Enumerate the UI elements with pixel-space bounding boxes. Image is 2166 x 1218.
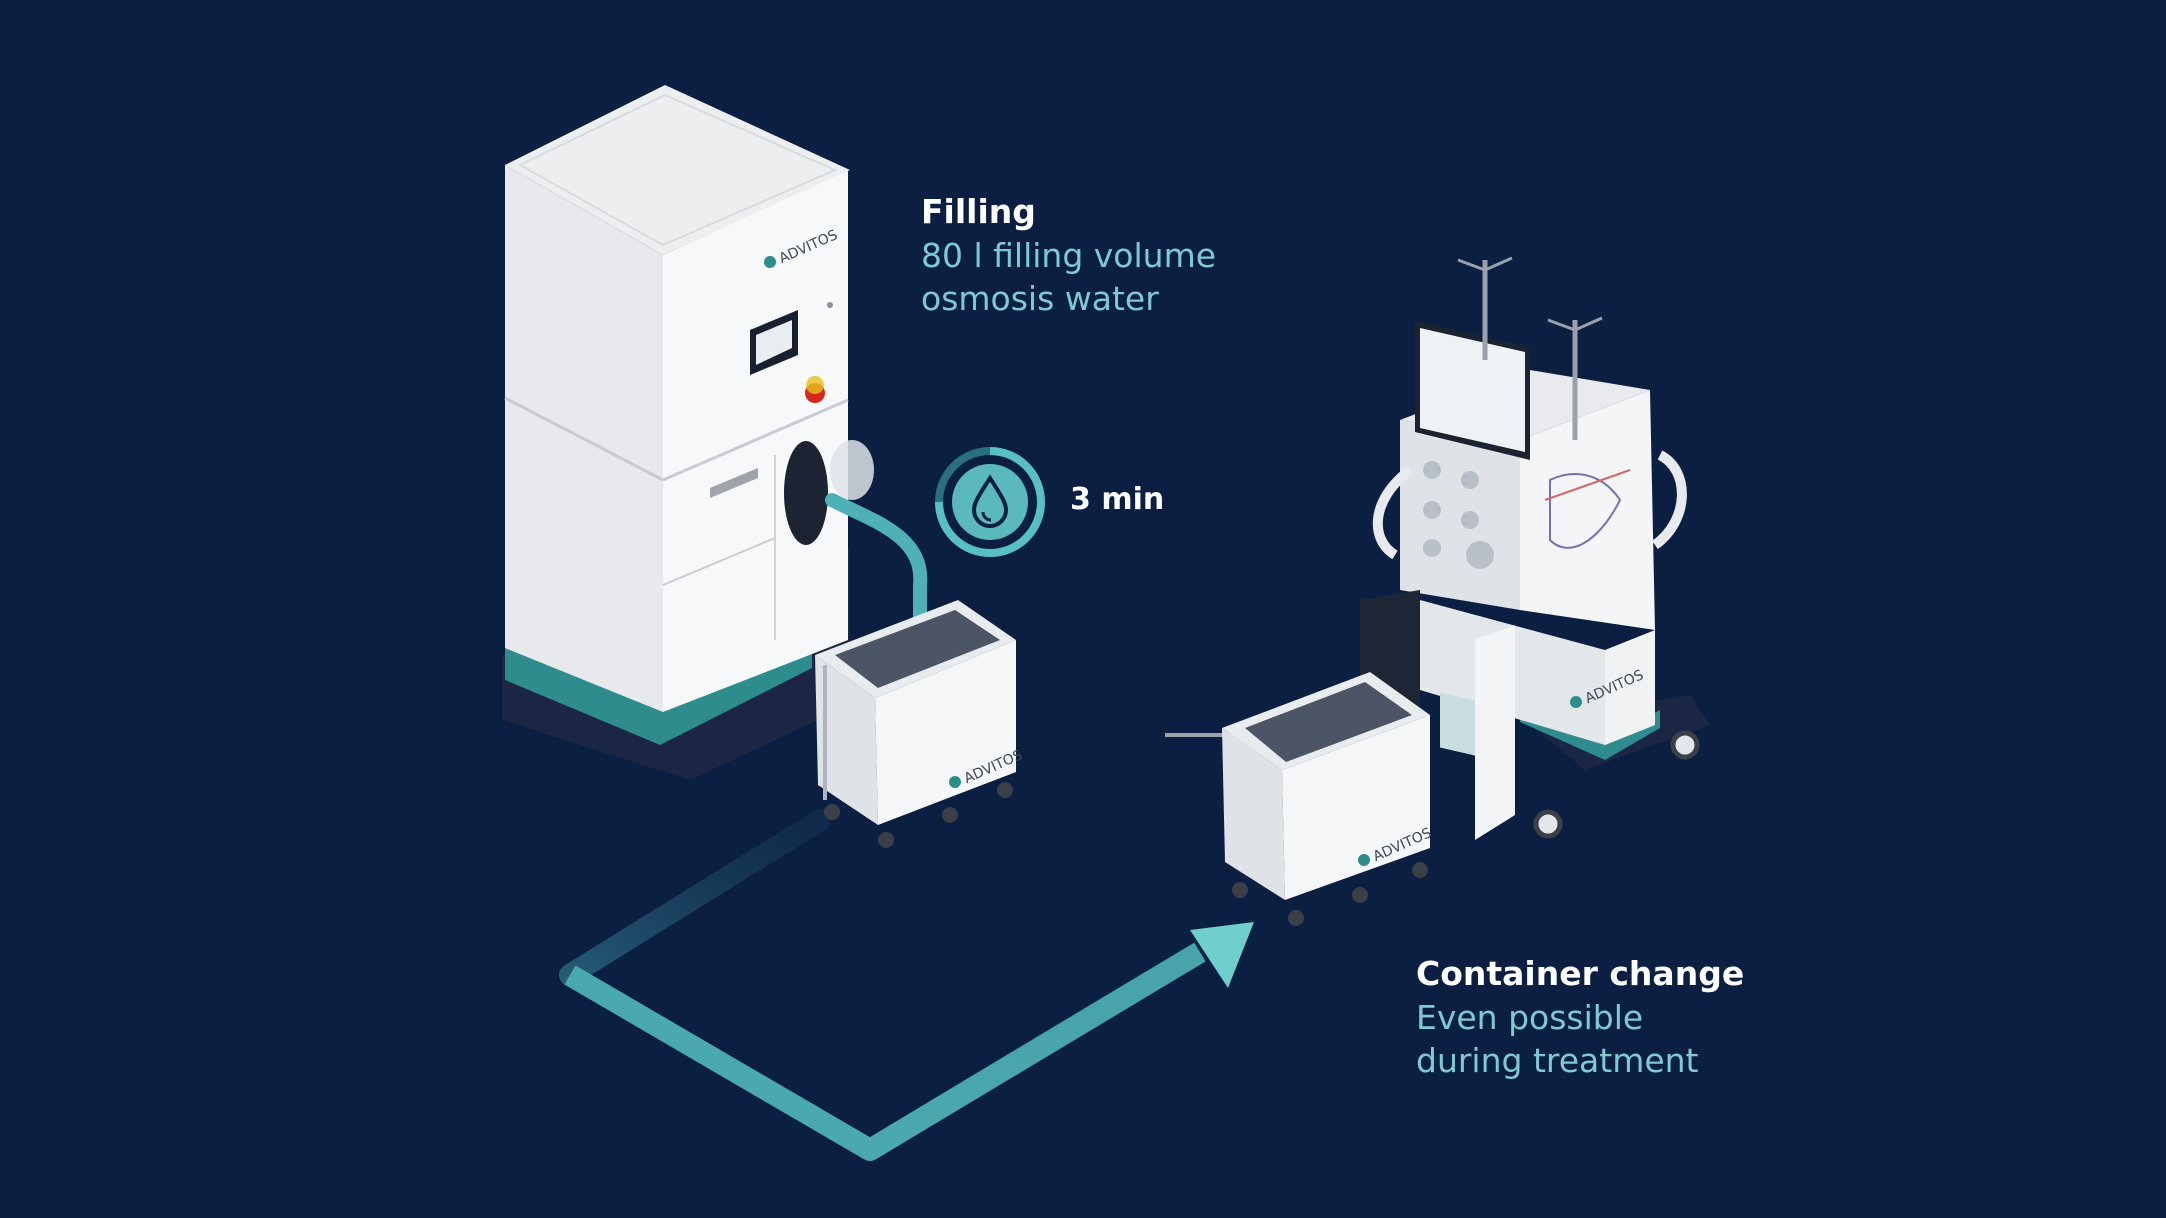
filling-heading: Filling — [921, 192, 1036, 231]
water-drop-icon — [971, 474, 1009, 528]
transport-path-arrow — [559, 809, 1254, 1161]
container-change-line-1: Even possible — [1416, 998, 1644, 1037]
filling-duration-label: 3 min — [1070, 482, 1165, 517]
container-change-heading: Container change — [1416, 954, 1745, 993]
water-container-filling: ADVITOS — [815, 600, 1025, 848]
filling-water-type-text: osmosis water — [921, 279, 1159, 318]
filling-volume-text: 80 l filling volume — [921, 236, 1217, 275]
filling-info-block: Filling 80 l filling volume osmosis wate… — [921, 190, 1216, 320]
water-filling-station: ADVITOS — [502, 85, 874, 780]
water-container-change: ADVITOS — [1165, 672, 1434, 926]
timer-ring-icon — [935, 447, 1045, 557]
treatment-machine: ADVITOS — [1360, 256, 1710, 840]
container-change-line-2: during treatment — [1416, 1041, 1699, 1080]
container-change-info-block: Container change Even possible during tr… — [1416, 952, 1744, 1082]
